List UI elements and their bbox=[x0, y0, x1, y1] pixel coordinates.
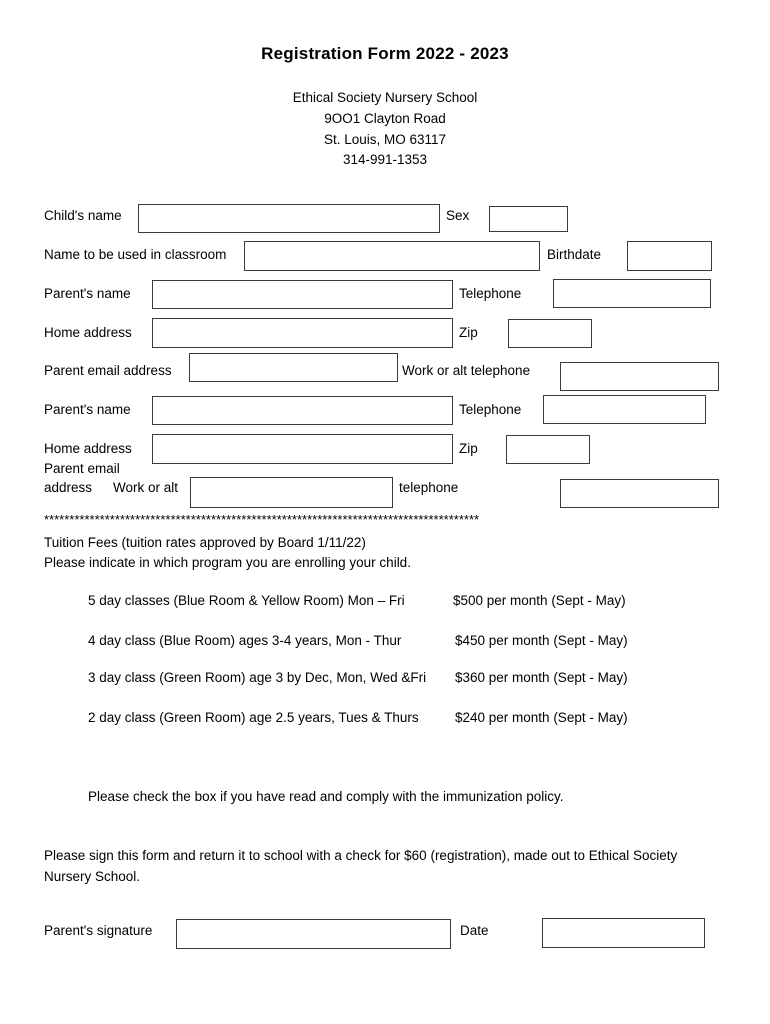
signature-label: Parent's signature bbox=[44, 923, 153, 938]
tuition-option-3-description: 2 day class (Green Room) age 2.5 years, … bbox=[88, 710, 419, 725]
immunization-statement: Please check the box if you have read an… bbox=[88, 789, 564, 804]
tuition-option-1-price: $450 per month (Sept - May) bbox=[455, 633, 628, 648]
organization-phone: 314-991-1353 bbox=[342, 152, 428, 167]
parent1-home-address-label: Home address bbox=[44, 325, 132, 340]
sex-label: Sex bbox=[446, 208, 470, 223]
parent2-work-alt-label: Work or alt bbox=[113, 480, 179, 495]
classroom-name-label: Name to be used in classroom bbox=[44, 247, 227, 262]
birthdate-label: Birthdate bbox=[547, 247, 602, 262]
classroom-name-input[interactable] bbox=[244, 241, 540, 271]
parent1-zip-label: Zip bbox=[459, 325, 478, 340]
parent2-email-label-line2: address bbox=[44, 480, 93, 495]
parent2-telephone-label-2: telephone bbox=[399, 480, 459, 495]
parent2-work-phone-input[interactable] bbox=[560, 479, 719, 508]
parent1-email-input[interactable] bbox=[189, 353, 398, 382]
parent1-telephone-input[interactable] bbox=[553, 279, 711, 308]
organization-city-state-zip: St. Louis, MO 63117 bbox=[323, 132, 447, 147]
parent1-email-label: Parent email address bbox=[44, 363, 172, 378]
parent1-home-address-input[interactable] bbox=[152, 318, 453, 348]
parent2-name-input[interactable] bbox=[152, 396, 453, 425]
signature-input[interactable] bbox=[176, 919, 451, 949]
parent1-name-label: Parent's name bbox=[44, 286, 131, 301]
tuition-heading: Tuition Fees (tuition rates approved by … bbox=[44, 535, 366, 550]
parent1-zip-input[interactable] bbox=[508, 319, 592, 348]
parent1-work-phone-label: Work or alt telephone bbox=[402, 363, 531, 378]
tuition-option-0-description: 5 day classes (Blue Room & Yellow Room) … bbox=[88, 593, 405, 608]
tuition-option-2-description: 3 day class (Green Room) age 3 by Dec, M… bbox=[88, 670, 427, 685]
organization-street: 9OO1 Clayton Road bbox=[324, 111, 446, 126]
tuition-option-2-price: $360 per month (Sept - May) bbox=[455, 670, 628, 685]
birthdate-input[interactable] bbox=[627, 241, 712, 271]
date-label: Date bbox=[460, 923, 489, 938]
parent2-home-address-label: Home address bbox=[44, 441, 132, 456]
parent2-work-alt-input[interactable] bbox=[190, 477, 393, 508]
tuition-option-1-description: 4 day class (Blue Room) ages 3-4 years, … bbox=[88, 633, 402, 648]
section-divider: ****************************************… bbox=[44, 512, 480, 527]
sex-input[interactable] bbox=[489, 206, 568, 232]
parent2-email-label-line1: Parent email bbox=[44, 461, 120, 476]
parent2-zip-label: Zip bbox=[459, 441, 478, 456]
tuition-instruction: Please indicate in which program you are… bbox=[44, 555, 411, 570]
parent1-name-input[interactable] bbox=[152, 280, 453, 309]
date-input[interactable] bbox=[542, 918, 705, 948]
organization-name: Ethical Society Nursery School bbox=[292, 90, 478, 105]
page-title: Registration Form 2022 - 2023 bbox=[261, 44, 509, 63]
tuition-option-0-price: $500 per month (Sept - May) bbox=[453, 593, 626, 608]
parent1-work-phone-input[interactable] bbox=[560, 362, 719, 391]
parent2-home-address-input[interactable] bbox=[152, 434, 453, 464]
tuition-option-3-price: $240 per month (Sept - May) bbox=[455, 710, 628, 725]
child-name-label: Child's name bbox=[44, 208, 122, 223]
parent2-telephone-input[interactable] bbox=[543, 395, 706, 424]
parent1-telephone-label: Telephone bbox=[459, 286, 522, 301]
parent2-name-label: Parent's name bbox=[44, 402, 131, 417]
parent2-zip-input[interactable] bbox=[506, 435, 590, 464]
child-name-input[interactable] bbox=[138, 204, 440, 233]
closing-statement: Please sign this form and return it to s… bbox=[44, 848, 678, 884]
parent2-telephone-label: Telephone bbox=[459, 402, 522, 417]
